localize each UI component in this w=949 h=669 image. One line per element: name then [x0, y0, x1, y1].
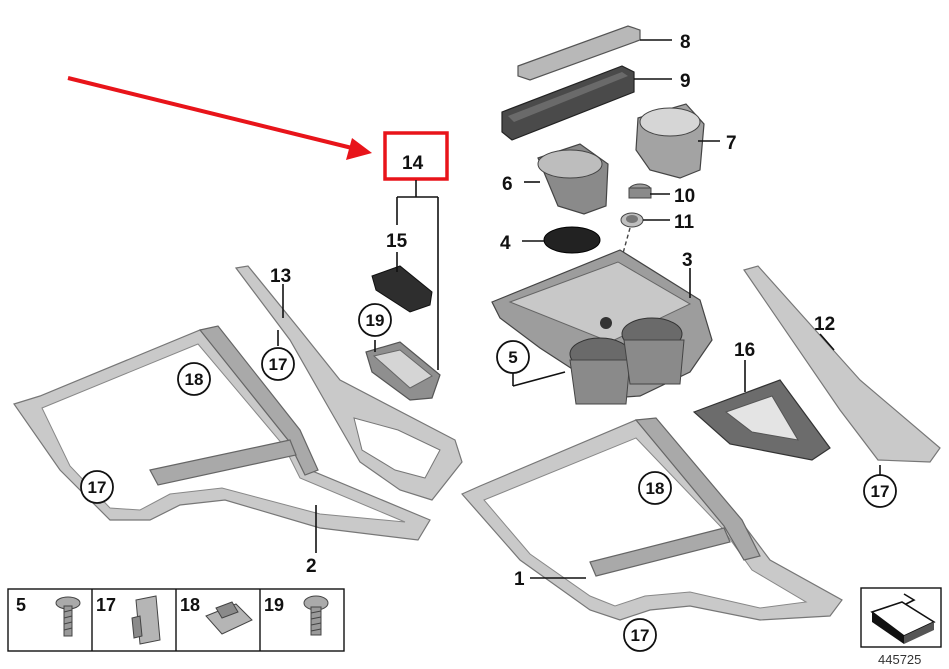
part-10-insert	[628, 183, 652, 199]
bolt-icon	[303, 595, 329, 636]
label-15: 15	[386, 231, 408, 252]
part-7-cup-holder	[635, 103, 705, 179]
reference-number: 445725	[878, 652, 921, 667]
socket-dashed-line	[603, 227, 631, 323]
svg-text:18: 18	[646, 479, 665, 498]
label-2: 2	[306, 556, 317, 577]
part-4-mat	[543, 226, 601, 254]
circled-label-5: 5	[496, 340, 530, 374]
label-14: 14	[402, 153, 424, 174]
part-1-trim-frame	[461, 417, 843, 621]
part-6-cup-insert	[537, 143, 609, 215]
legend-label-5: 5	[16, 595, 26, 615]
highlight-box	[383, 131, 449, 181]
part-3-console	[491, 249, 713, 405]
part-11-socket	[620, 212, 644, 228]
part-9-lid	[501, 65, 635, 141]
circled-label-17-c: 17	[863, 474, 897, 508]
svg-text:17: 17	[631, 626, 650, 645]
label-11: 11	[674, 212, 695, 233]
part-2-trim-frame	[13, 325, 431, 541]
label-7: 7	[726, 133, 737, 154]
leader-lines	[277, 39, 881, 579]
part-16-bezel	[692, 379, 831, 461]
svg-text:17: 17	[88, 478, 107, 497]
circled-label-17-d: 17	[623, 618, 657, 652]
label-10: 10	[674, 186, 695, 207]
label-6: 6	[502, 174, 513, 195]
svg-text:19: 19	[366, 311, 385, 330]
circled-label-18-b: 18	[638, 471, 672, 505]
circled-label-17-b: 17	[80, 470, 114, 504]
screw-icon	[55, 596, 81, 637]
part-13-trim-strip	[234, 265, 463, 501]
circled-label-18-a: 18	[177, 362, 211, 396]
svg-text:17: 17	[269, 355, 288, 374]
circled-label-19: 19	[358, 303, 392, 337]
legend-label-17: 17	[96, 595, 116, 615]
part-15-pad	[371, 265, 433, 313]
legend-label-19: 19	[264, 595, 284, 615]
label-16: 16	[734, 340, 755, 361]
svg-text:17: 17	[871, 482, 890, 501]
label-9: 9	[680, 71, 691, 92]
label-1: 1	[514, 569, 525, 590]
label-4: 4	[500, 233, 511, 254]
legend-label-18: 18	[180, 595, 200, 615]
part-14-tray	[365, 341, 441, 401]
label-12: 12	[814, 314, 835, 335]
nut-clip-icon	[205, 601, 253, 635]
clip-icon	[131, 595, 161, 645]
fastener-legend: 5 17 18 19	[7, 588, 345, 652]
svg-text:5: 5	[508, 348, 517, 367]
label-8: 8	[680, 32, 691, 53]
part-14-bracket	[396, 180, 439, 370]
part-12-trim-strip	[743, 265, 941, 463]
circled-label-17-a: 17	[261, 347, 295, 381]
label-3: 3	[682, 250, 693, 271]
label-13: 13	[270, 266, 291, 287]
highlight-arrow	[67, 76, 372, 160]
svg-text:18: 18	[185, 370, 204, 389]
orientation-symbol	[860, 587, 942, 648]
